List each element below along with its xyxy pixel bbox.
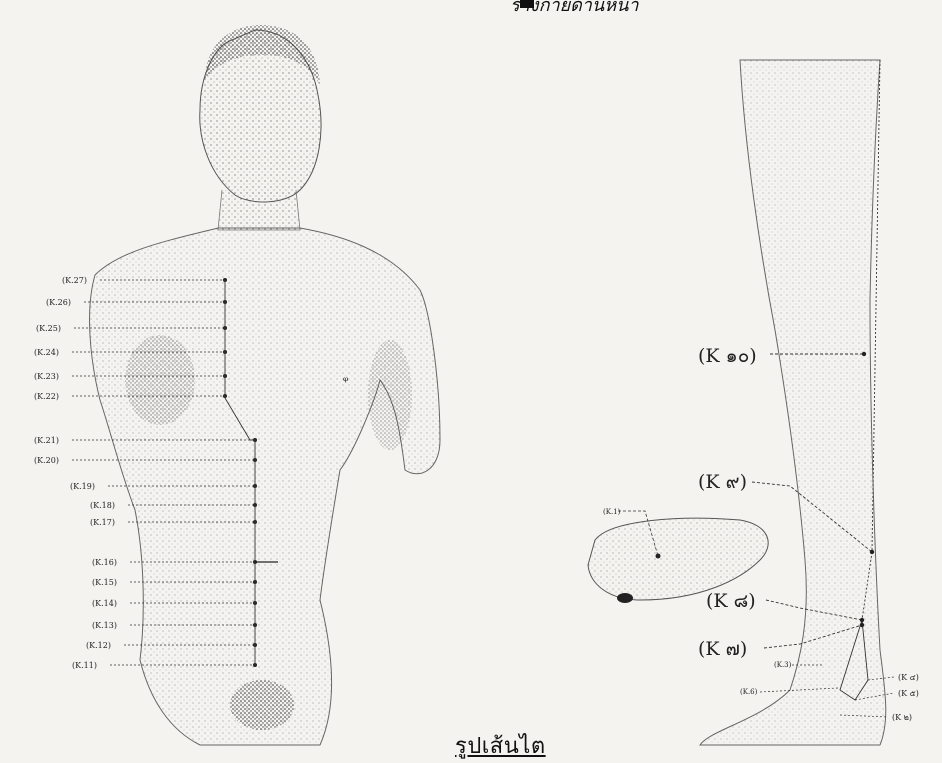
ankle-right-label: (K ๒) [892, 713, 912, 722]
torso-point-label: (K.12) [86, 641, 111, 650]
ankle-small-label: (K.6) [740, 688, 758, 696]
torso-point-label: (K.25) [36, 324, 61, 333]
torso-point-label: (K.15) [92, 578, 117, 587]
torso-point-label: (K.23) [34, 372, 59, 381]
torso-point-label: (K.19) [70, 482, 95, 491]
chest-mark: ᵠ [343, 374, 348, 388]
torso-point-label: (K.24) [34, 348, 59, 357]
leg-point-label: (K ๘) [706, 590, 756, 612]
torso-point-label: (K.18) [90, 501, 115, 510]
neck [218, 190, 300, 230]
leg-point [870, 550, 874, 554]
leg-point [860, 623, 864, 627]
foot-sole: (K.1) [588, 508, 768, 603]
torso-point-label: (K.22) [34, 392, 59, 401]
ankle-small-label: (K.3) [774, 661, 792, 669]
torso-point-label: (K.13) [92, 621, 117, 630]
leg-point-label: (K ๗) [698, 638, 747, 660]
torso-point-label: (K.27) [62, 276, 87, 285]
torso-point-label: (K.26) [46, 298, 71, 307]
body-figure: ᵠ [90, 25, 440, 745]
torso-point-label: (K.11) [72, 661, 97, 670]
torso-point-label: (K.20) [34, 456, 59, 465]
ankle-right-label: (K ๔) [898, 673, 919, 682]
torso [90, 228, 440, 745]
figure-caption: รูปเส้นไต [455, 728, 546, 763]
torso-point-label: (K.14) [92, 599, 117, 608]
torso-point-label: (K.16) [92, 558, 117, 567]
k1-label: (K.1) [603, 508, 621, 516]
torso-point-label: (K.17) [90, 518, 115, 527]
leg-point-label: (K ๑๐) [698, 345, 757, 367]
leg-point-label: (K ๙) [698, 471, 747, 493]
k1-point [656, 554, 661, 559]
leg-point [862, 352, 866, 356]
ankle-right-label: (K ๕) [898, 689, 919, 698]
leg-point [860, 618, 864, 622]
torso-point-label: (K.21) [34, 436, 59, 445]
